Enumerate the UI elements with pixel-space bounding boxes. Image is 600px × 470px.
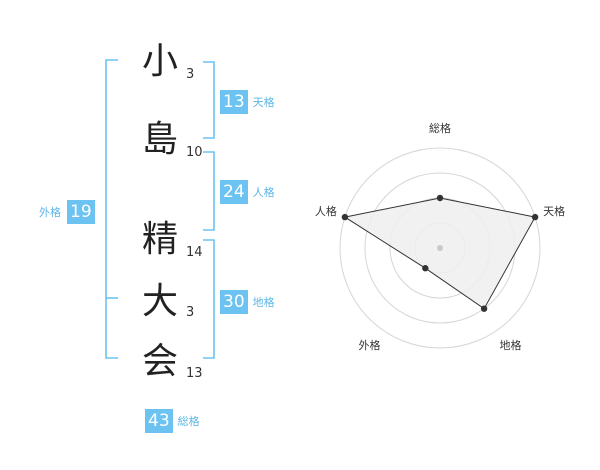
stroke-count-5: 13 xyxy=(186,366,203,381)
gaikaku-value: 19 xyxy=(67,200,95,224)
radar-point-3 xyxy=(422,265,429,272)
stroke-count-4: 3 xyxy=(186,305,195,320)
radar-axis-label-3: 外格 xyxy=(359,338,381,352)
radar-point-4 xyxy=(341,213,349,221)
jinkaku-value: 24 xyxy=(220,180,248,204)
soukaku-badge: 43 総格 xyxy=(145,409,200,433)
name-char-4: 大 xyxy=(141,281,178,322)
stroke-count-1: 3 xyxy=(186,67,195,82)
name-char-1: 小 xyxy=(141,41,178,82)
gaikaku-label: 外格 xyxy=(39,206,61,219)
name-char-5: 会 xyxy=(141,341,178,382)
tenkaku-value: 13 xyxy=(220,90,248,114)
gaikaku-badge: 外格 19 xyxy=(39,200,95,224)
radar-axis-label-0: 総格 xyxy=(429,121,451,135)
radar-axis-label-1: 天格 xyxy=(543,204,565,218)
radar-axis-label-4: 人格 xyxy=(315,204,337,218)
name-char-3: 精 xyxy=(141,219,178,260)
soukaku-label: 総格 xyxy=(177,415,200,428)
radar-axis-label-2: 地格 xyxy=(500,338,522,352)
soukaku-value: 43 xyxy=(145,409,173,433)
radar-point-2 xyxy=(480,305,488,312)
stroke-count-2: 10 xyxy=(186,145,203,160)
tenkaku-label: 天格 xyxy=(252,96,275,109)
radar-center xyxy=(437,245,443,251)
radar-shape xyxy=(343,197,536,310)
jinkaku-badge: 24 人格 xyxy=(220,180,275,204)
radar-points xyxy=(341,194,539,312)
name-char-2: 島 xyxy=(141,119,178,160)
jinkaku-label: 人格 xyxy=(252,186,275,199)
chikaku-value: 30 xyxy=(220,290,248,314)
gaikaku-bracket xyxy=(105,59,118,359)
chikaku-label: 地格 xyxy=(252,296,275,309)
radar-ring-4 xyxy=(339,147,541,349)
jinkaku-bracket xyxy=(203,151,215,231)
tenkaku-badge: 13 天格 xyxy=(220,90,275,114)
chikaku-badge: 30 地格 xyxy=(220,290,275,314)
stroke-count-3: 14 xyxy=(186,245,203,260)
radar-point-0 xyxy=(436,194,444,202)
radar-point-1 xyxy=(531,213,539,221)
chikaku-bracket xyxy=(203,239,215,359)
tenkaku-bracket xyxy=(203,61,215,139)
